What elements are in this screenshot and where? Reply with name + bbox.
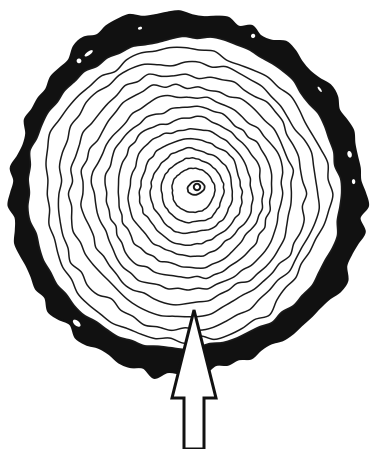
wood-face <box>28 36 342 349</box>
wood-boundary <box>28 36 342 349</box>
